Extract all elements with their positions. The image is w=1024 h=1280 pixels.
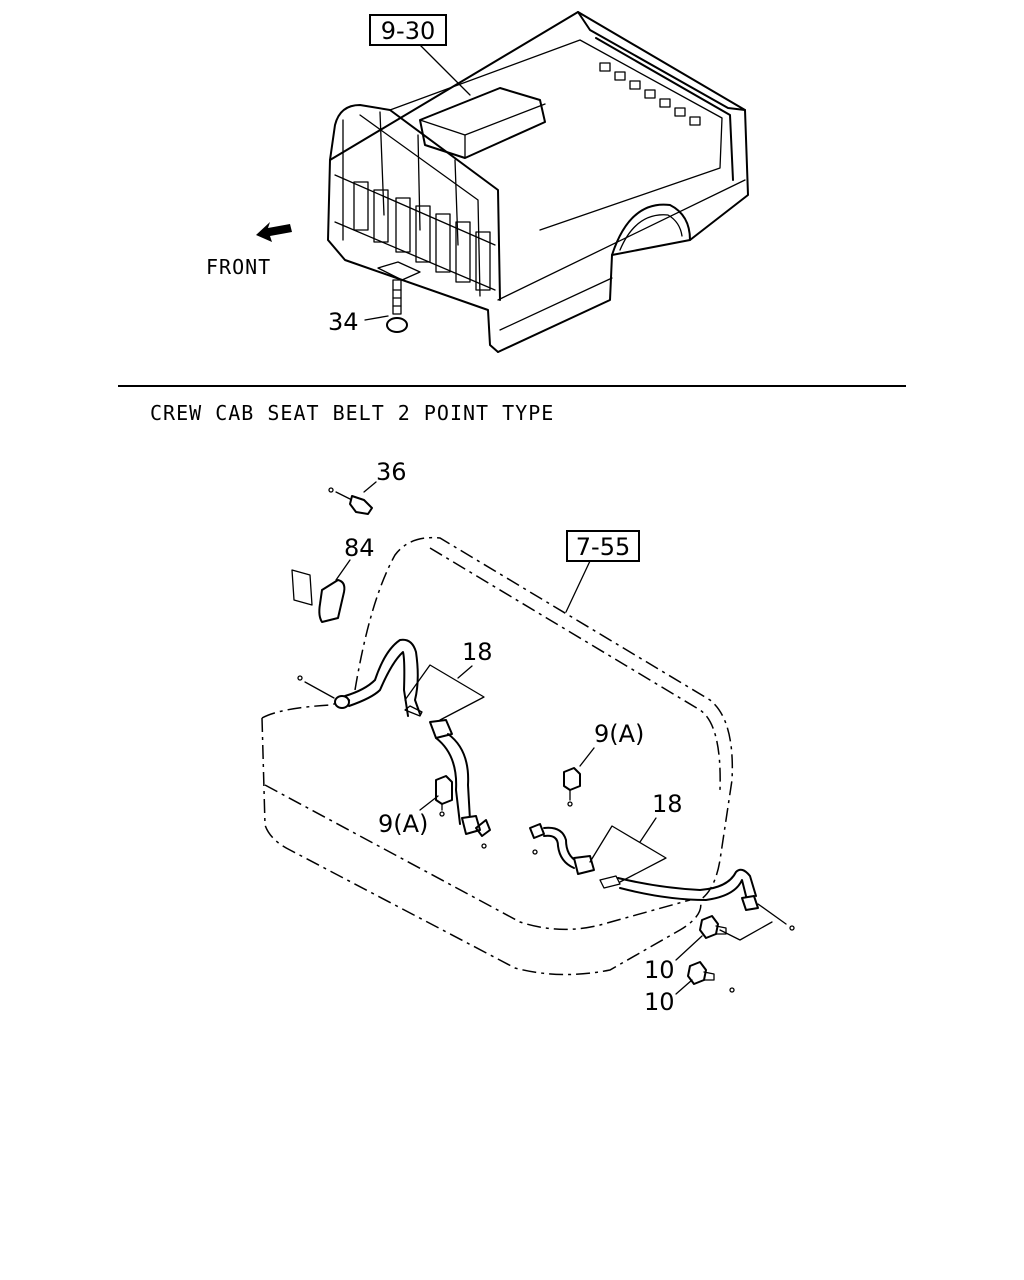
part-34-label: 34 xyxy=(328,308,359,336)
rack-slats xyxy=(353,181,491,291)
front-label: FRONT xyxy=(206,255,271,279)
part-10-lower-bolt[interactable]: 10 xyxy=(644,961,735,1016)
part-84-cover[interactable]: 84 xyxy=(291,534,375,623)
part-18-left-belt[interactable]: 18 xyxy=(297,638,493,849)
front-direction-indicator: FRONT xyxy=(206,222,292,279)
truck-bed-illustration xyxy=(327,11,749,353)
reference-9-30-label: 9-30 xyxy=(381,17,435,45)
part-9a-lower-bolt[interactable]: 9(A) xyxy=(378,775,453,838)
part-36-bolt[interactable]: 36 xyxy=(328,458,407,515)
part-34-bolt[interactable]: 34 xyxy=(328,279,408,336)
section-title: CREW CAB SEAT BELT 2 POINT TYPE xyxy=(150,401,554,425)
part-10-upper-bolt[interactable]: 10 xyxy=(644,915,727,984)
part-10-lower-label: 10 xyxy=(644,988,675,1016)
front-arrow-icon xyxy=(256,222,292,242)
part-10-upper-label: 10 xyxy=(644,956,675,984)
part-9a-upper-bolt[interactable]: 9(A) xyxy=(563,720,644,807)
part-9a-lower-label: 9(A) xyxy=(378,810,428,838)
reference-box-9-30[interactable]: 9-30 xyxy=(369,14,471,96)
part-18-left-label: 18 xyxy=(462,638,493,666)
stake-pockets xyxy=(599,62,701,126)
part-18-right-belt[interactable]: 18 xyxy=(529,790,795,941)
part-9a-upper-label: 9(A) xyxy=(594,720,644,748)
part-84-label: 84 xyxy=(344,534,375,562)
part-18-right-label: 18 xyxy=(652,790,683,818)
part-36-label: 36 xyxy=(376,458,407,486)
reference-7-55-label: 7-55 xyxy=(576,533,630,561)
rear-seat-illustration xyxy=(261,536,734,976)
reference-box-7-55[interactable]: 7-55 xyxy=(565,530,640,613)
